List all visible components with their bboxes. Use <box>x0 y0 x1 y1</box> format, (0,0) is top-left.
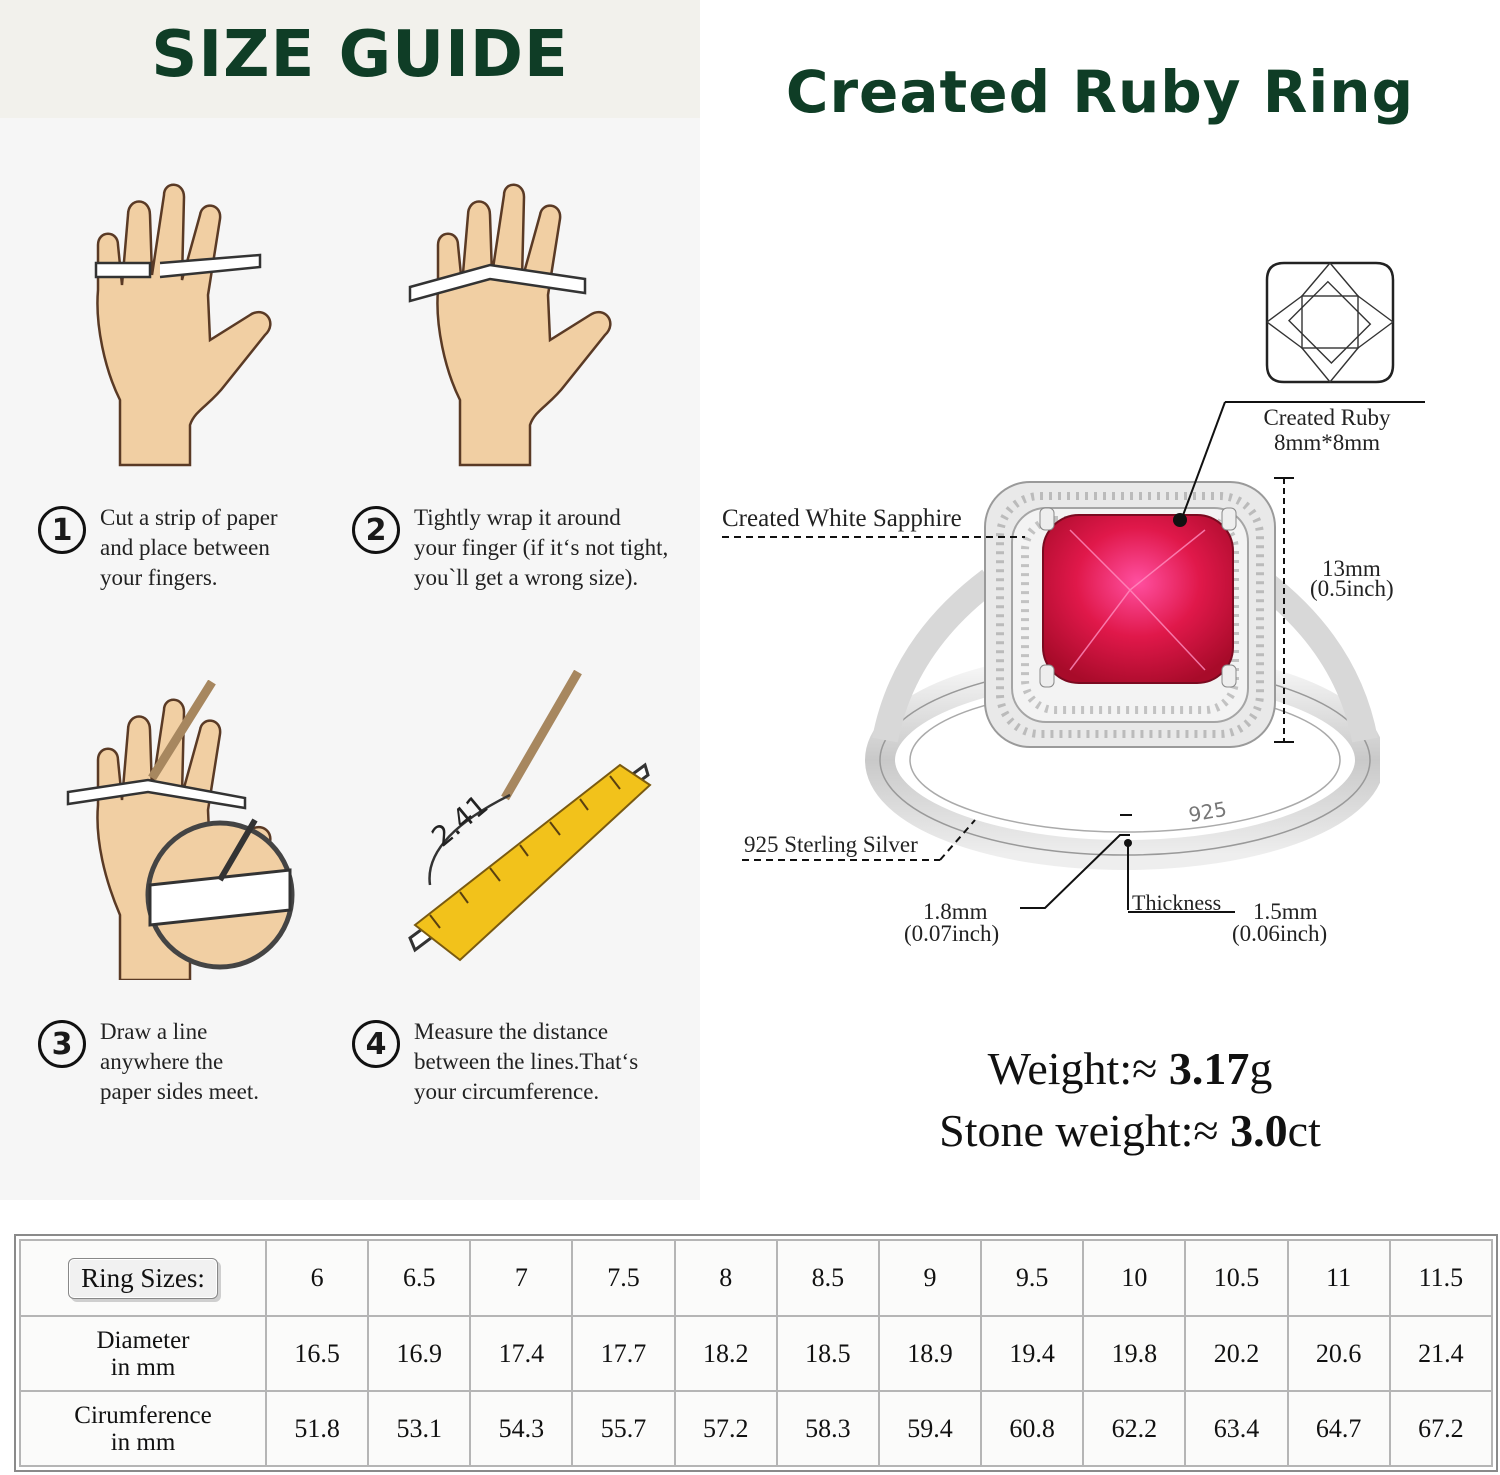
diameter-unit-label: in mm <box>110 1353 176 1381</box>
sapphire-label: Created White Sapphire <box>722 505 962 532</box>
circumference-cell: 57.2 <box>673 1390 778 1467</box>
step-2-text: Tightly wrap it around your finger (if i… <box>414 505 669 590</box>
weight-unit: g <box>1249 1043 1273 1094</box>
thickness-inch-label: (0.06inch) <box>1232 921 1328 946</box>
circumference-cell: 54.3 <box>469 1390 574 1467</box>
hand-paper-strip-illustration <box>94 183 272 467</box>
size-cell: 6 <box>264 1239 370 1317</box>
ruby-ring-image: 925 <box>865 481 1380 870</box>
step-2-badge: 2 <box>352 506 400 554</box>
step-1-badge: 1 <box>38 506 86 554</box>
diameter-cell: 20.6 <box>1286 1315 1391 1392</box>
step-4-text: Measure the distance between the lines.T… <box>414 1019 639 1104</box>
circumference-cell: 62.2 <box>1082 1390 1187 1467</box>
size-cell: 11.5 <box>1388 1239 1494 1317</box>
ruby-size-label: 8mm*8mm <box>1273 430 1381 455</box>
weight-label: Weight:≈ <box>987 1043 1169 1094</box>
diameter-cell: 19.4 <box>980 1315 1085 1392</box>
circumference-cell: 67.2 <box>1388 1390 1494 1467</box>
step-3-badge: 3 <box>38 1020 86 1068</box>
callout-lines <box>722 401 1425 913</box>
size-cell: 7.5 <box>571 1239 676 1317</box>
stone-weight-value: 3.0 <box>1230 1105 1288 1156</box>
cushion-cut-diagram <box>1265 261 1395 384</box>
diameter-cell: 21.4 <box>1388 1315 1494 1392</box>
stone-weight-line: Stone weight:≈ 3.0ct <box>700 1104 1500 1157</box>
size-cell: 10.5 <box>1184 1239 1289 1317</box>
step-4-badge: 4 <box>352 1020 400 1068</box>
height-inch-label: (0.5inch) <box>1310 576 1394 601</box>
ruler-reading: 2.41 <box>425 788 494 853</box>
circumference-cell: 51.8 <box>264 1390 370 1467</box>
size-cell: 9 <box>877 1239 983 1317</box>
size-cell: 9.5 <box>980 1239 1085 1317</box>
size-guide-title: SIZE GUIDE <box>151 18 569 92</box>
size-cell: 11 <box>1286 1239 1391 1317</box>
diameter-cell: 16.9 <box>367 1315 472 1392</box>
table-row-diameter: Diameter in mm 16.5 16.9 17.4 17.7 18.2 … <box>19 1315 1494 1392</box>
width-inch-label: (0.07inch) <box>904 921 1000 946</box>
thickness-mm-label: 1.5mm <box>1253 899 1318 924</box>
size-cell: 8.5 <box>775 1239 880 1317</box>
diameter-cell: 20.2 <box>1184 1315 1289 1392</box>
weight-value: 3.17 <box>1168 1043 1250 1094</box>
ring-sizes-header-cell: Ring Sizes: <box>19 1239 267 1317</box>
circumference-cell: 60.8 <box>980 1390 1085 1467</box>
size-table: Ring Sizes: 6 6.5 7 7.5 8 8.5 9 9.5 10 1… <box>19 1239 1494 1467</box>
circumference-unit-label: in mm <box>110 1428 176 1456</box>
table-row-sizes: Ring Sizes: 6 6.5 7 7.5 8 8.5 9 9.5 10 1… <box>19 1239 1494 1317</box>
diameter-cell: 17.4 <box>469 1315 574 1392</box>
table-row-circumference: Cirumference in mm 51.8 53.1 54.3 55.7 5… <box>19 1390 1494 1467</box>
circumference-cell: 58.3 <box>775 1390 880 1467</box>
circumference-header-cell: Cirumference in mm <box>19 1390 267 1467</box>
diameter-cell: 18.9 <box>877 1315 983 1392</box>
stone-weight-label: Stone weight:≈ <box>939 1105 1231 1156</box>
hand-wrapped-strip-illustration <box>408 183 612 467</box>
size-cell: 7 <box>469 1239 574 1317</box>
size-cell: 10 <box>1082 1239 1187 1317</box>
thickness-label: Thickness <box>1132 890 1222 915</box>
size-cell: 6.5 <box>367 1239 472 1317</box>
ring-sizes-label: Ring Sizes: <box>68 1257 218 1299</box>
size-guide-panel <box>0 0 700 1200</box>
ruler-measure-illustration: 2.41 <box>408 670 652 962</box>
diameter-cell: 18.5 <box>775 1315 880 1392</box>
step-1-text: Cut a strip of paper and place between y… <box>100 505 278 590</box>
diameter-cell: 18.2 <box>673 1315 778 1392</box>
circumference-cell: 63.4 <box>1184 1390 1289 1467</box>
step-3-text: Draw a line anywhere the paper sides mee… <box>100 1019 260 1104</box>
silver-label: 925 Sterling Silver <box>744 832 918 857</box>
circumference-cell: 59.4 <box>877 1390 983 1467</box>
diameter-cell: 19.8 <box>1082 1315 1187 1392</box>
height-mm-label: 13mm <box>1322 556 1381 581</box>
circumference-cell: 55.7 <box>571 1390 676 1467</box>
diameter-label: Diameter <box>96 1326 190 1354</box>
circumference-cell: 64.7 <box>1286 1390 1391 1467</box>
circumference-cell: 53.1 <box>367 1390 472 1467</box>
weight-line: Weight:≈ 3.17g <box>700 1042 1500 1095</box>
product-title: Created Ruby Ring <box>785 58 1415 126</box>
circumference-label: Cirumference <box>74 1401 212 1429</box>
diameter-header-cell: Diameter in mm <box>19 1315 267 1392</box>
diameter-cell: 16.5 <box>264 1315 370 1392</box>
hand-pen-marking-illustration <box>66 680 295 980</box>
diameter-cell: 17.7 <box>571 1315 676 1392</box>
width-mm-label: 1.8mm <box>923 899 988 924</box>
ruby-name-label: Created Ruby <box>1263 405 1391 430</box>
stone-weight-unit: ct <box>1287 1105 1321 1156</box>
size-table-frame: Ring Sizes: 6 6.5 7 7.5 8 8.5 9 9.5 10 1… <box>14 1234 1498 1472</box>
size-cell: 8 <box>673 1239 778 1317</box>
size-guide-header <box>0 0 700 118</box>
